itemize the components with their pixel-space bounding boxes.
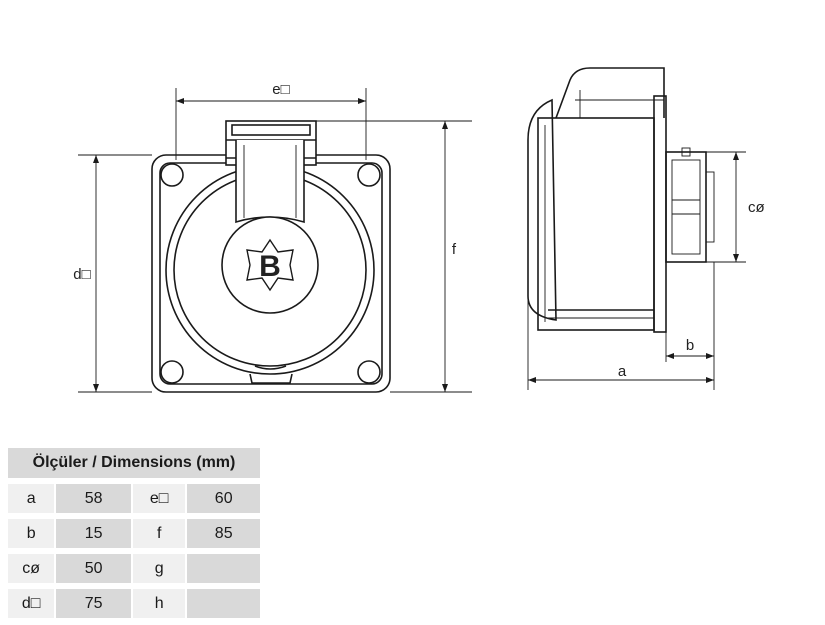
table-header: Ölçüler / Dimensions (mm) bbox=[8, 448, 260, 484]
table-title: Ölçüler / Dimensions (mm) bbox=[8, 448, 260, 484]
dim-value: 58 bbox=[56, 484, 133, 519]
label-d: d□ bbox=[73, 266, 90, 283]
label-c: cø bbox=[748, 199, 765, 216]
dim-key: h bbox=[132, 589, 188, 624]
dim-value: 75 bbox=[56, 589, 133, 624]
dim-value: 50 bbox=[56, 554, 133, 589]
table-row: b 15 f 85 bbox=[8, 519, 260, 554]
front-view bbox=[78, 88, 472, 393]
logo-letter: B bbox=[259, 250, 281, 283]
dim-value: 85 bbox=[187, 519, 260, 554]
dim-value bbox=[187, 589, 260, 624]
dim-key: b bbox=[8, 519, 57, 554]
dim-key: d□ bbox=[8, 589, 57, 624]
dim-key: e□ bbox=[132, 484, 188, 519]
dim-value bbox=[187, 554, 260, 589]
dim-key: f bbox=[132, 519, 188, 554]
table-row: a 58 e□ 60 bbox=[8, 484, 260, 519]
label-f: f bbox=[452, 241, 457, 258]
table-row: cø 50 g bbox=[8, 554, 260, 589]
label-b: b bbox=[686, 337, 694, 354]
label-a: a bbox=[618, 363, 627, 380]
technical-drawing: B e□ d□ f bbox=[73, 67, 765, 393]
label-e: e□ bbox=[272, 81, 289, 98]
side-view bbox=[527, 67, 746, 390]
table-row: d□ 75 h bbox=[8, 589, 260, 624]
dim-key: g bbox=[132, 554, 188, 589]
dim-value: 15 bbox=[56, 519, 133, 554]
dim-value: 60 bbox=[187, 484, 260, 519]
dim-key: a bbox=[8, 484, 57, 519]
dimensions-table: Ölçüler / Dimensions (mm) a 58 e□ 60 b 1… bbox=[8, 448, 260, 624]
dim-key: cø bbox=[8, 554, 57, 589]
